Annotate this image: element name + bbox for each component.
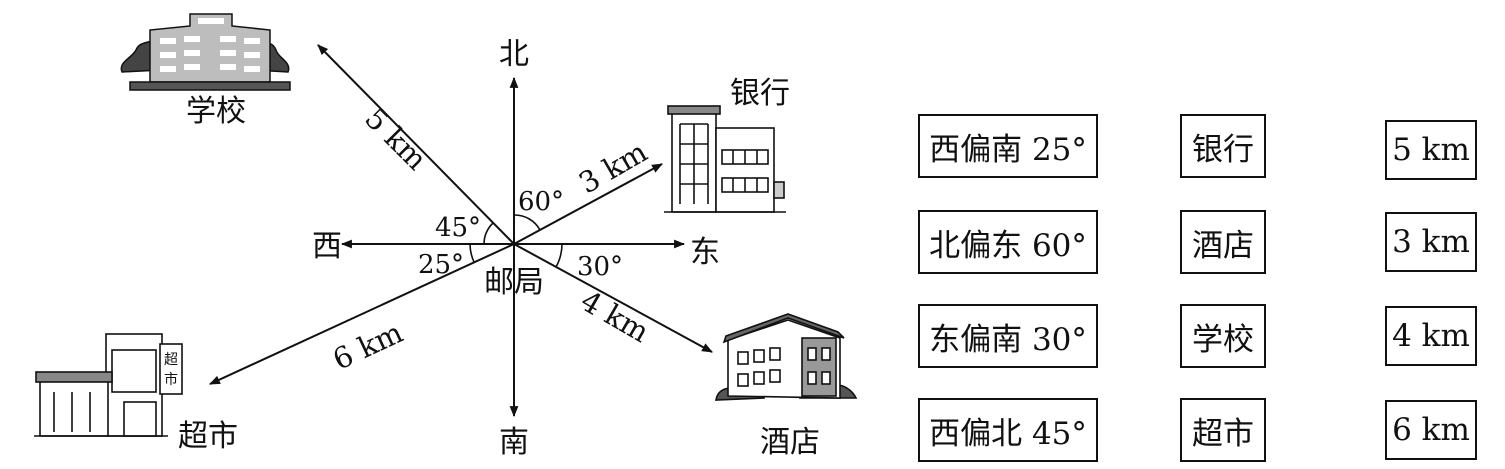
arrow-supermarket (209, 243, 515, 385)
distance-box-1: 5 km (1385, 120, 1477, 180)
west-label: 西 (312, 229, 342, 264)
angle-label-hotel: 30° (577, 252, 623, 282)
distance-label-school: 5 km (358, 101, 433, 176)
supermarket-sign-char-1: 超 (164, 352, 178, 368)
arrow-school (317, 44, 515, 245)
place-box-3: 学校 (1180, 304, 1266, 368)
direction-box-2: 北偏东 60° (918, 210, 1098, 274)
school-building-icon (120, 13, 291, 91)
direction-box-3: 东偏南 30° (918, 304, 1098, 368)
hotel-label: 酒店 (760, 425, 820, 460)
distance-box-4: 6 km (1385, 400, 1477, 460)
bank-building-icon (664, 105, 786, 213)
angle-arc-bank (513, 214, 541, 231)
angle-label-supermarket: 25° (418, 250, 464, 280)
distance-label-hotel: 4 km (575, 283, 655, 349)
angle-label-school: 45° (435, 213, 481, 243)
arrow-hotel (513, 243, 713, 353)
bank-label: 银行 (730, 76, 790, 111)
angle-arc-hotel (555, 243, 563, 268)
supermarket-sign-char-2: 市 (164, 371, 178, 388)
angle-arc-school (483, 222, 494, 245)
direction-box-4: 西偏北 45° (918, 398, 1098, 462)
hotel-building-icon (715, 313, 858, 401)
direction-box-1: 西偏南 25° (918, 114, 1098, 178)
east-label: 东 (690, 235, 720, 270)
angle-arc-supermarket (469, 243, 475, 263)
place-box-2: 酒店 (1180, 210, 1266, 274)
compass-axes (340, 76, 686, 418)
angle-label-bank: 60° (518, 187, 564, 217)
place-box-4: 超市 (1180, 398, 1266, 462)
north-label: 北 (499, 37, 529, 72)
school-label: 学校 (186, 94, 246, 129)
post-office-label: 邮局 (484, 265, 544, 300)
place-box-1: 银行 (1180, 114, 1266, 178)
south-label: 南 (499, 425, 529, 460)
distance-box-2: 3 km (1385, 212, 1477, 272)
distance-box-3: 4 km (1385, 306, 1477, 366)
supermarket-building-icon (34, 333, 183, 437)
arrow-bank (513, 163, 663, 245)
supermarket-label: 超市 (178, 419, 238, 454)
